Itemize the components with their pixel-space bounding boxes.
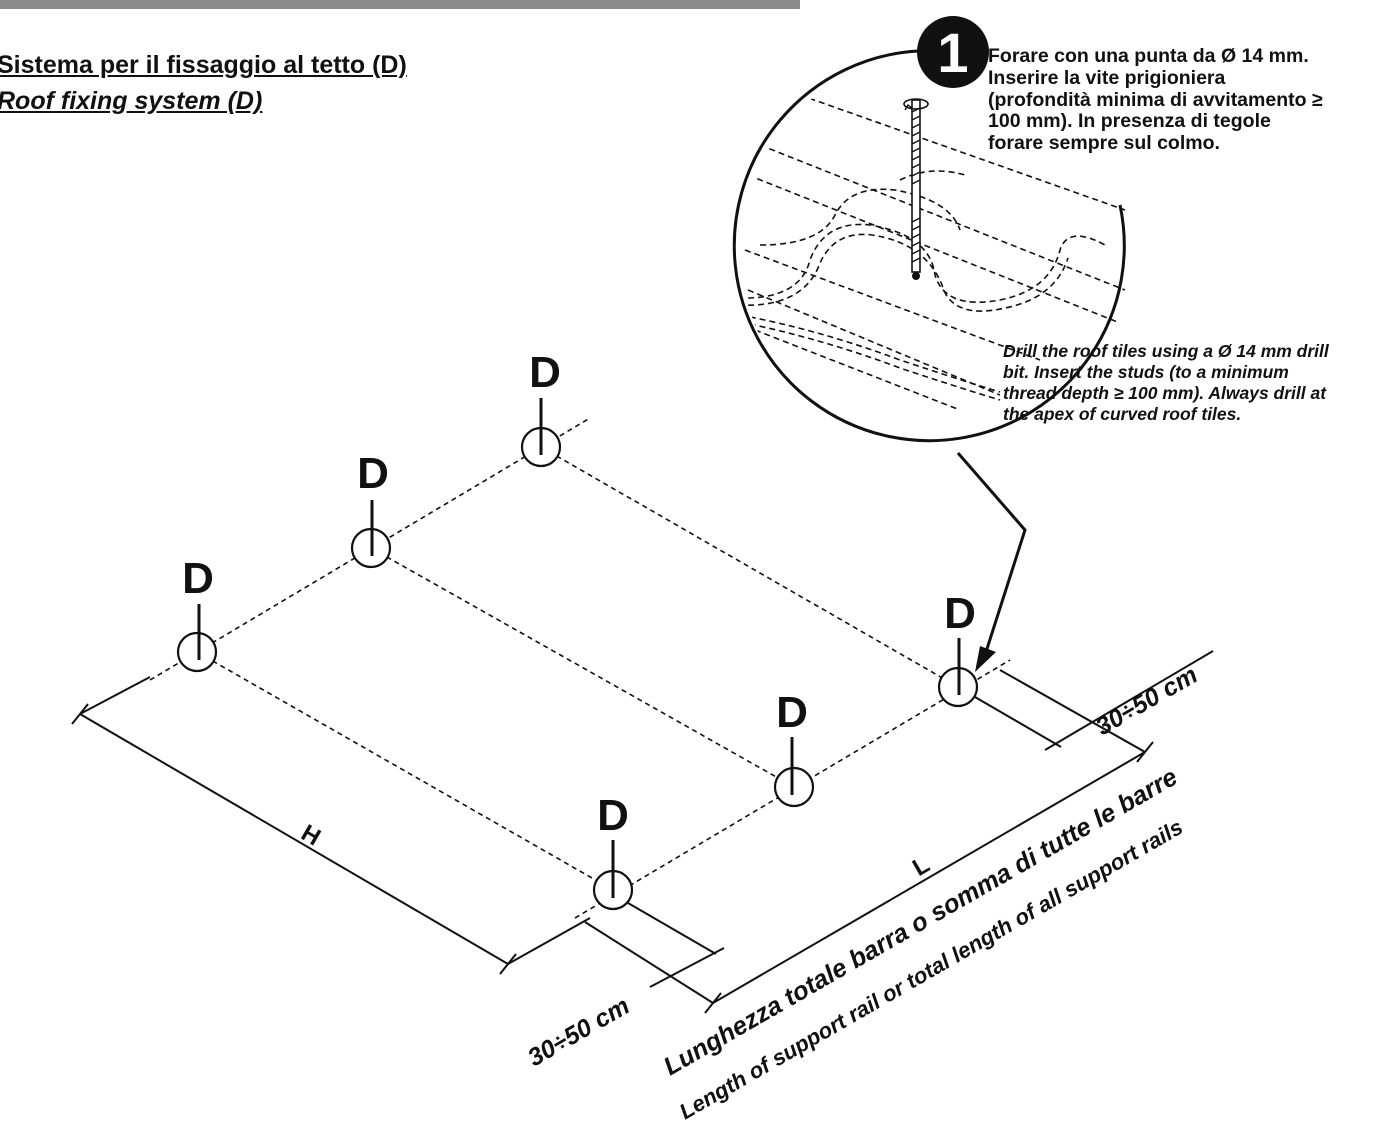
fixing-point-5: D	[773, 688, 815, 808]
fixing-point-label: D	[357, 449, 389, 498]
rail-dashed-lines	[149, 417, 1011, 919]
fixing-point-label: D	[529, 348, 561, 397]
step-instruction-italian: Forare con una punta da Ø 14 mm. Inserir…	[988, 45, 1323, 155]
fixing-point-label: D	[597, 791, 629, 840]
header-rule	[0, 0, 800, 9]
title-english: Roof fixing system (D)	[0, 87, 263, 115]
fixing-point-label: D	[182, 554, 214, 603]
fixing-point-label: D	[776, 688, 808, 737]
detail-inset: 1	[732, 16, 1126, 443]
stud-screw-icon	[903, 98, 929, 280]
title-italian: Sistema per il fissaggio al tetto (D)	[0, 51, 407, 79]
rail-length-italian: Lunghezza totale barra o somma di tutte …	[659, 763, 1182, 1081]
dimension-lines	[71, 650, 1214, 1014]
fixing-point-1: D	[176, 554, 218, 673]
dimension-h-label: H	[296, 819, 325, 851]
fixing-point-2: D	[350, 449, 392, 569]
step-number-badge: 1	[917, 16, 989, 88]
offset-right-label: 30÷50 cm	[1091, 661, 1202, 741]
step-number: 1	[937, 21, 968, 84]
fixing-point-4: D	[937, 589, 979, 708]
rail-length-english: Length of support rail or total length o…	[675, 814, 1187, 1124]
fixing-point-3: D	[520, 348, 562, 468]
fixing-point-6: D	[592, 791, 634, 911]
roof-tile-illustration	[740, 94, 1126, 411]
step-instruction-english: Drill the roof tiles using a Ø 14 mm dri…	[1003, 341, 1329, 424]
detail-circle-outline	[732, 49, 1126, 443]
offset-bottom-label: 30÷50 cm	[523, 992, 634, 1072]
callout-arrow	[956, 452, 1027, 672]
fixing-point-label: D	[944, 589, 976, 638]
